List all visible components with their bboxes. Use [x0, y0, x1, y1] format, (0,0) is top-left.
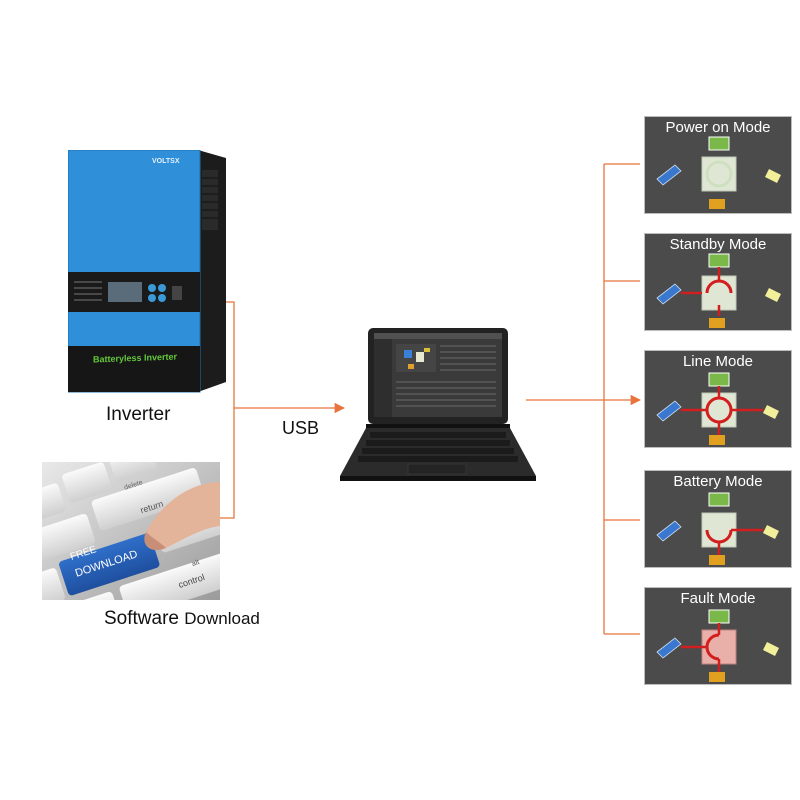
software-label-word: Software: [104, 608, 179, 629]
mode-title-line: Line Mode: [682, 353, 754, 370]
mode-diagram-standby: [656, 253, 781, 328]
software-connector: [220, 408, 235, 519]
mode-diagram-power-on: [656, 136, 781, 209]
mode-card-power-on: Power on Mode: [644, 116, 792, 214]
mode-title-power-on: Power on Mode: [665, 119, 771, 136]
mode-card-line: Line Mode: [644, 350, 792, 448]
laptop: [336, 324, 538, 484]
usb-label: USB: [282, 418, 320, 438]
mode-card-standby: Standby Mode: [644, 233, 792, 331]
mode-title-battery: Battery Mode: [673, 473, 763, 490]
download-label-word: Download: [184, 609, 260, 628]
inverter-brand-logo: VOLTSX: [152, 158, 180, 165]
mode-card-battery: Battery Mode: [644, 470, 792, 568]
software-download-image: FREE DOWNLOAD return delete alt control: [42, 462, 220, 600]
mode-diagram-fault: [656, 609, 779, 682]
inverter-illustration: [67, 149, 226, 393]
keyboard-illustration: [42, 462, 220, 600]
mode-title-standby: Standby Mode: [669, 236, 767, 253]
mode-diagram-line: [656, 372, 779, 445]
software-download-label: Software Download: [104, 608, 260, 630]
mode-title-fault: Fault Mode: [680, 590, 756, 607]
inverter-label: Inverter: [106, 404, 171, 425]
laptop-illustration: [340, 328, 536, 481]
mode-card-fault: Fault Mode: [644, 587, 792, 685]
mode-diagram-battery: [656, 492, 779, 565]
inverter-device: VOLTSX Batteryless Inverter: [67, 149, 228, 400]
